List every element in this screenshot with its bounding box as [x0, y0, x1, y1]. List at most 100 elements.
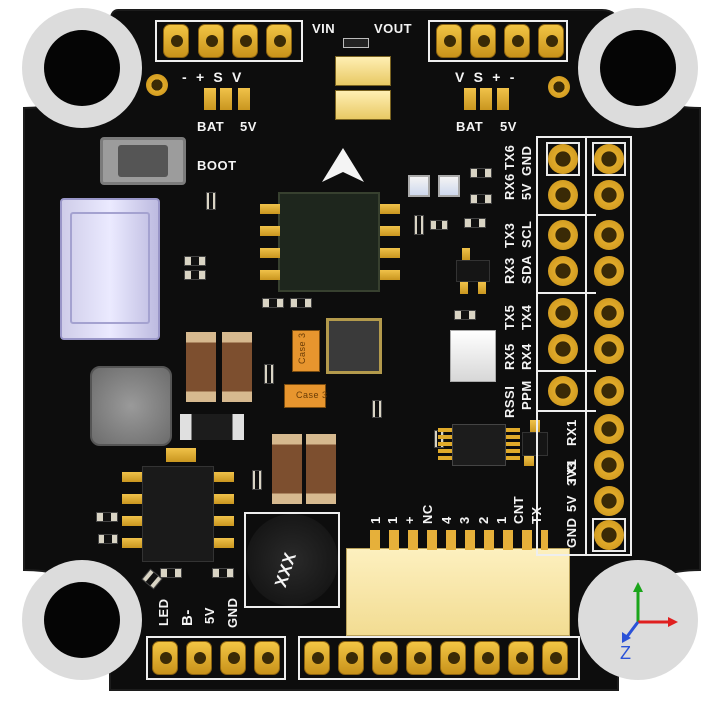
pad-led [152, 641, 178, 675]
right-pad-divider-1 [536, 214, 596, 216]
pad-tx6 [594, 144, 624, 174]
flash-pin-r4 [380, 270, 400, 280]
reg-pin-l1 [122, 472, 142, 482]
label-conn-8: 1 [494, 516, 509, 524]
resistor-i [264, 364, 274, 384]
pad-conn-bottom-3 [372, 641, 398, 675]
label-axis-z: Z [620, 643, 632, 663]
label-led: LED [156, 598, 171, 627]
label-rx3: RX3 [502, 257, 517, 284]
pad-conn-bottom-8 [542, 641, 568, 675]
small-ic-right [522, 432, 548, 456]
round-inductor [244, 512, 340, 608]
label-ppm: PPM [519, 380, 534, 410]
imu-chip [326, 318, 382, 374]
label-5v-6: 5V [519, 183, 534, 200]
label-rx6: RX6 [502, 173, 517, 200]
pad-rx3 [548, 256, 578, 286]
transistor-sot [456, 260, 490, 282]
bat-right-pad-2 [480, 88, 492, 110]
reg-pin-l3 [122, 516, 142, 526]
pad-top-left-1 [163, 24, 189, 58]
osd-chip [452, 424, 506, 466]
mount-hole-top-right-inner [600, 30, 676, 106]
label-bat-left-polarity: - + S V [182, 69, 242, 85]
regulator-chip [142, 466, 214, 562]
pad-tx5 [548, 298, 578, 328]
flash-pin-r3 [380, 248, 400, 258]
boot-button-cap[interactable] [118, 145, 168, 177]
resistor-n [98, 534, 118, 544]
label-rx1: RX1 [564, 419, 579, 446]
resistor-e [430, 220, 448, 230]
resistor-j [372, 400, 382, 418]
bat-right-pad-1 [464, 88, 476, 110]
bottom-right-header-outline [298, 636, 580, 680]
label-rssi: RSSI [502, 385, 517, 418]
round-inductor-body [246, 514, 338, 606]
pad-ppm [594, 376, 624, 406]
resistor-d [414, 215, 424, 235]
flash-pin-l4 [260, 270, 280, 280]
resistor-m [96, 512, 118, 522]
tantalum-cap-bottom [284, 384, 326, 408]
jst-connector[interactable] [346, 548, 570, 636]
resistor-a [206, 192, 216, 210]
resistor-p [212, 568, 234, 578]
power-inductor-grey [90, 366, 172, 446]
pad-rx1 [594, 414, 624, 444]
label-vin: VIN [312, 21, 336, 36]
label-rx4: RX4 [519, 343, 534, 370]
right-pad-divider-4 [536, 410, 596, 412]
label-tx5: TX5 [502, 304, 517, 330]
pad-5v-6 [548, 180, 578, 210]
bat-right-pad-3 [497, 88, 509, 110]
pad-gnd-1-square [592, 518, 626, 552]
top-right-header-outline [428, 20, 568, 62]
label-conn-6: 3 [457, 516, 472, 524]
reg-pin-r1 [214, 472, 234, 482]
pad-top-right-3 [504, 24, 530, 58]
pad-rx6 [546, 142, 580, 176]
pad-conn-bottom-2 [338, 641, 364, 675]
led-2 [438, 175, 460, 197]
pad-conn-bottom-6 [474, 641, 500, 675]
pad-gnd-1 [594, 520, 624, 550]
flash-pin-l2 [260, 226, 280, 236]
label-5v-right: 5V [500, 119, 517, 134]
label-conn-5: 4 [439, 516, 454, 524]
label-bat-left: BAT [197, 119, 225, 134]
label-gnd-1: GND [564, 517, 579, 548]
flash-chip [278, 192, 380, 292]
label-5v-1: 5V [564, 495, 579, 512]
pad-top-right-1 [436, 24, 462, 58]
label-conn-7: 2 [476, 516, 491, 524]
pad-conn-bottom-7 [508, 641, 534, 675]
label-boot: BOOT [197, 158, 237, 173]
pad-rx5 [548, 334, 578, 364]
label-5v-bottom: 5V [202, 607, 217, 624]
connector-pins [370, 530, 548, 550]
pad-gnd-bottom [254, 641, 280, 675]
bottom-left-header-outline [146, 636, 286, 680]
pad-rx4 [594, 334, 624, 364]
mount-hole-top-left-inner [44, 30, 120, 106]
pad-bminus [186, 641, 212, 675]
direction-arrow-icon [322, 148, 364, 182]
fuse-top [335, 56, 391, 86]
label-conn-3: + [402, 515, 417, 524]
resistor-h [290, 298, 312, 308]
resistor-led-2 [470, 194, 492, 204]
pad-5v-bottom [220, 641, 246, 675]
top-left-header-outline [155, 20, 303, 62]
led-1 [408, 175, 430, 197]
ceramic-cap-3 [272, 434, 302, 504]
pad-rx6-ring [548, 144, 578, 174]
right-pad-divider-3 [536, 370, 596, 372]
xyz-axes-icon [622, 582, 678, 643]
ceramic-cap-2 [222, 332, 252, 402]
reg-pin-r4 [214, 538, 234, 548]
usb-connector[interactable] [60, 198, 160, 340]
resistor-led-1 [470, 168, 492, 178]
label-tx4: TX4 [519, 304, 534, 330]
